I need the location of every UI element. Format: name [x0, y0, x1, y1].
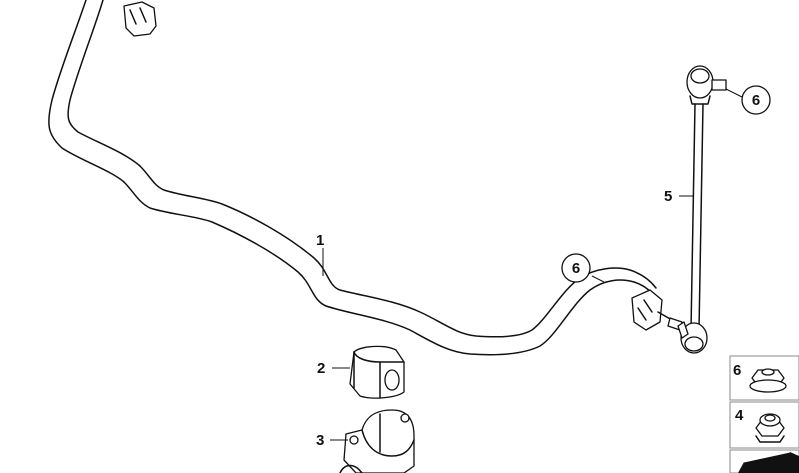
self-locking-nut-icon: [755, 413, 785, 443]
svg-text:6: 6: [752, 92, 760, 109]
svg-text:3: 3: [316, 432, 324, 449]
svg-text:5: 5: [664, 188, 672, 205]
callout-3: 3: [316, 432, 324, 449]
stabilizer-bar[interactable]: [48, 0, 683, 356]
stabilizer-link[interactable]: [677, 65, 727, 354]
callout-1: 1: [316, 232, 324, 249]
svg-text:2: 2: [317, 360, 325, 377]
callout-6-bar: 6: [561, 253, 591, 283]
svg-text:6: 6: [733, 362, 741, 379]
legend-item-4[interactable]: 4: [729, 401, 799, 449]
callout-5: 5: [664, 188, 672, 205]
flange-nut-icon: [749, 368, 787, 393]
legend-item-6[interactable]: 6: [729, 355, 799, 401]
leader-lines: [322, 88, 745, 441]
svg-text:6: 6: [572, 260, 580, 277]
bracket[interactable]: [339, 409, 415, 473]
legend-item-partial: [729, 449, 799, 473]
svg-text:4: 4: [735, 407, 744, 424]
callout-2: 2: [317, 360, 325, 377]
svg-text:1: 1: [316, 232, 324, 249]
rubber-mounting[interactable]: [349, 345, 405, 399]
callout-6-top: 6: [741, 85, 771, 115]
